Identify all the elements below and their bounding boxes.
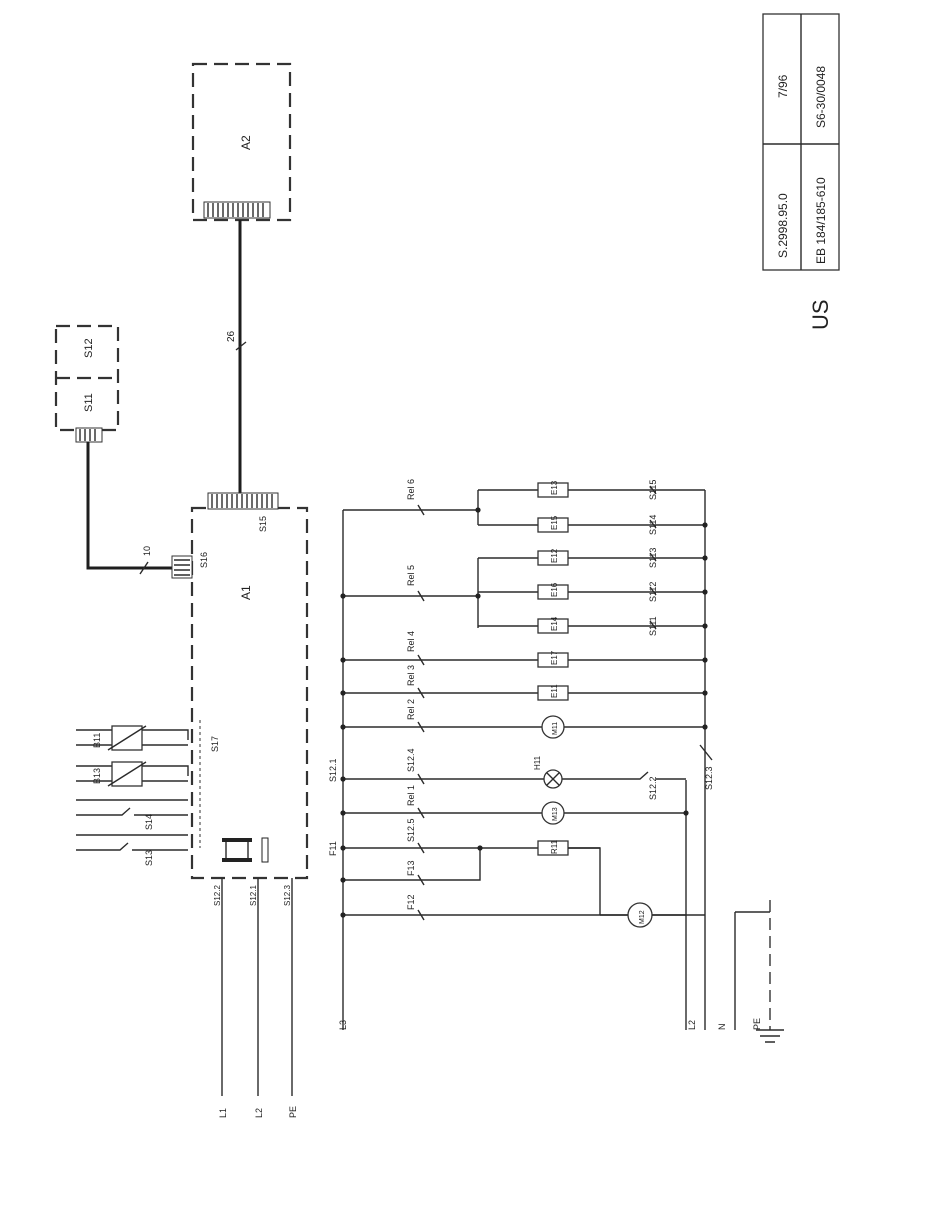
b11-label: B11 bbox=[92, 733, 102, 748]
b13-label: B13 bbox=[92, 768, 102, 784]
switch-label-6: F11 bbox=[328, 841, 338, 856]
bottom-switch-7: S12.3 bbox=[704, 766, 714, 790]
switch-label-3: S12.1 bbox=[328, 758, 338, 782]
supply-label-2: L2 bbox=[254, 1108, 264, 1118]
cable-26-label: 26 bbox=[226, 330, 237, 342]
load-label-12: M12 bbox=[639, 910, 646, 924]
bottom-switches: S115 S114 S113 S112 S111 S12.2 S12.3 bbox=[648, 480, 714, 800]
rail-l3-label: L3 bbox=[338, 1020, 348, 1030]
relay-label-4: Rel 3 bbox=[406, 665, 416, 686]
load-label-7: E11 bbox=[550, 684, 559, 698]
load-label-10: M13 bbox=[552, 807, 559, 821]
supply-switch-3: S12.3 bbox=[283, 885, 292, 906]
supply-switch-2: S12.1 bbox=[249, 885, 258, 906]
top-components: B11 B13 S14 S13 bbox=[76, 725, 189, 866]
load-label-4: E16 bbox=[550, 582, 559, 597]
module-a2-label: A2 bbox=[239, 135, 253, 150]
supply-switch-1: S12.2 bbox=[213, 885, 222, 906]
switch-label-5: F12 bbox=[406, 894, 416, 910]
s14-label: S14 bbox=[144, 814, 154, 830]
cable-10-label: 10 bbox=[142, 546, 152, 556]
supply-label-3: PE bbox=[288, 1106, 298, 1118]
drawing-date: 7/96 bbox=[776, 74, 790, 98]
rail-l2-label: L2 bbox=[687, 1020, 697, 1030]
load-label-1: E13 bbox=[550, 480, 559, 495]
supply-label-1: L1 bbox=[218, 1108, 228, 1118]
contacts bbox=[417, 504, 425, 921]
relay-label-5: Rel 2 bbox=[406, 699, 416, 720]
drawing-reference: EB 184/185-610 bbox=[814, 177, 828, 264]
cable-10 bbox=[86, 442, 172, 570]
load-label-3: E12 bbox=[550, 548, 559, 563]
rail-pe-label: PE bbox=[752, 1018, 762, 1030]
module-a1-label: A1 bbox=[239, 585, 253, 600]
connector-s16-label: S16 bbox=[199, 552, 209, 568]
module-s11-label: S11 bbox=[83, 393, 95, 412]
module-s12-label: S12 bbox=[83, 338, 95, 358]
load-label-11: R11 bbox=[550, 839, 559, 854]
relay-label-1: Rel 6 bbox=[406, 479, 416, 500]
rail-n-label: N bbox=[717, 1024, 727, 1031]
connector-s17-label: S17 bbox=[210, 736, 220, 752]
connector-s15-label: S15 bbox=[258, 516, 268, 532]
module-s11-s12: S11 S12 bbox=[54, 324, 120, 443]
load-label-9: H11 bbox=[533, 755, 542, 770]
bottom-switch-6: S12.2 bbox=[648, 776, 658, 800]
relay-label-6: Rel 1 bbox=[406, 785, 416, 806]
sheet-number: S6-30/0048 bbox=[814, 66, 828, 128]
ladder-circuit: L3 L2 N PE bbox=[338, 489, 784, 1043]
switch-label-2: S12.5 bbox=[406, 818, 416, 842]
switch-label-4: F13 bbox=[406, 860, 416, 876]
drawing-number: S.2998.95.0 bbox=[776, 193, 790, 258]
switch-label-1: S12.4 bbox=[406, 748, 416, 772]
load-label-6: E17 bbox=[550, 650, 559, 665]
load-label-5: E14 bbox=[550, 616, 559, 631]
module-a1: A1 S16 S15 S17 bbox=[171, 492, 309, 880]
transformer-symbol bbox=[222, 837, 269, 863]
supply-input: L1 L2 PE S12.2 S12.1 S12.3 bbox=[213, 878, 298, 1118]
load-label-2: E15 bbox=[550, 515, 559, 530]
relay-label-3: Rel 4 bbox=[406, 631, 416, 652]
title-block: S.2998.95.0 7/96 EB 184/185-610 S6-30/00… bbox=[762, 13, 840, 271]
revision-mark: US bbox=[808, 299, 833, 330]
relay-labels: Rel 6 Rel 5 Rel 4 Rel 3 Rel 2 Rel 1 bbox=[406, 479, 416, 806]
loads: E13 E15 E12 E16 E14 E17 E11 M11 H11 M13 … bbox=[533, 480, 686, 928]
load-label-8: M11 bbox=[552, 722, 559, 735]
module-a2: A2 bbox=[191, 62, 292, 222]
relay-label-2: Rel 5 bbox=[406, 565, 416, 586]
s13-label: S13 bbox=[144, 850, 154, 866]
switch-labels: S12.4 S12.5 S12.1 F13 F12 F11 bbox=[328, 748, 416, 910]
